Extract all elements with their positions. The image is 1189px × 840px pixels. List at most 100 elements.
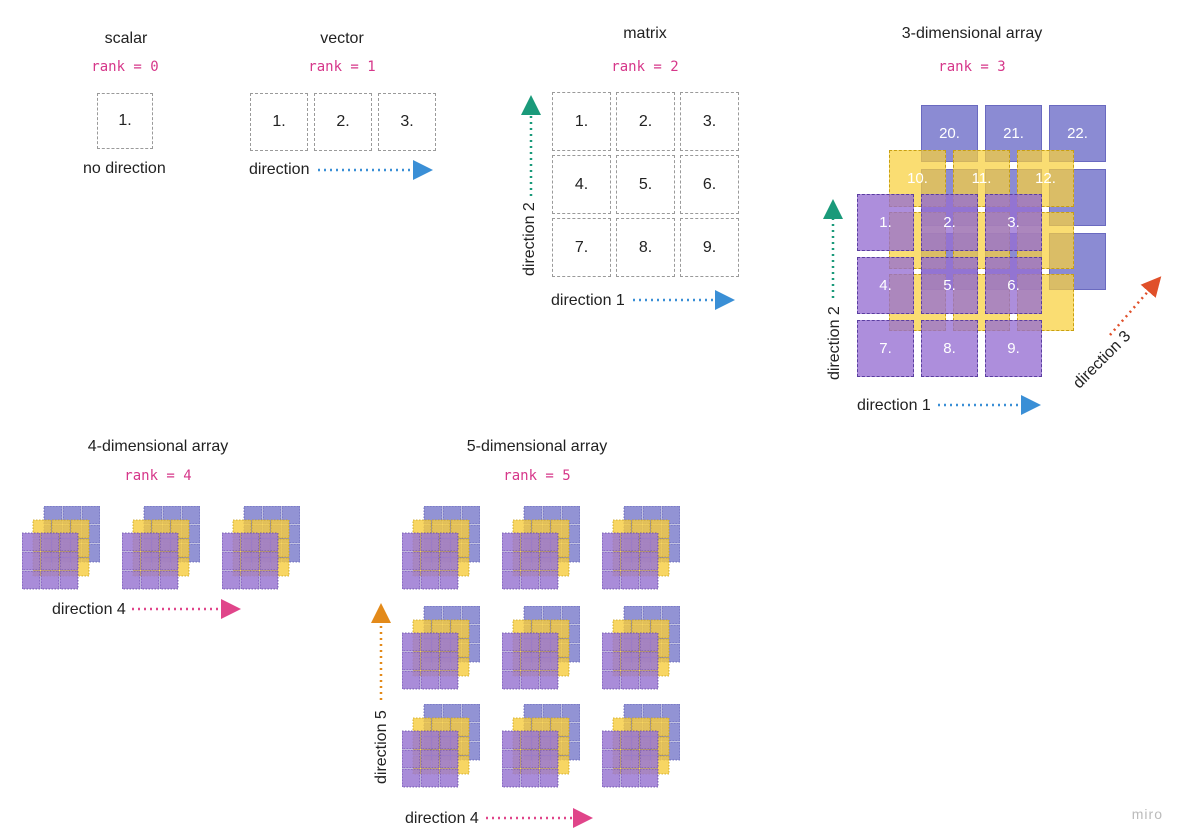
array3-direction3-label: direction 3 (1070, 327, 1135, 393)
mini-cube-cell (401, 570, 421, 590)
mini-cube-cell (539, 749, 559, 769)
mini-cube-cell (501, 670, 521, 690)
array3-front-cell-4: 4. (857, 257, 914, 314)
array3-title: 3-dimensional array (901, 25, 1043, 42)
mini-cube-cell (620, 670, 640, 690)
mini-cube-cell (59, 551, 79, 571)
mini-cube-cell (620, 651, 640, 671)
miro-watermark: miro (1131, 806, 1163, 822)
mini-cube-cell (140, 532, 160, 552)
matrix-cell-8: 8. (616, 218, 675, 277)
mini-cube-cell (620, 551, 640, 571)
vector-rank: rank = 1 (308, 59, 376, 75)
mini-cube-cell (240, 570, 260, 590)
mini-cube-cell (639, 651, 659, 671)
array5-rank: rank = 5 (503, 468, 571, 484)
mini-cube-cell (501, 651, 521, 671)
mini-cube-cell (159, 532, 179, 552)
mini-cube-cell (221, 532, 241, 552)
mini-cube-cell (539, 570, 559, 590)
array5-cube (601, 605, 681, 695)
matrix-cell-4: 4. (552, 155, 611, 214)
mini-cube-cell (601, 651, 621, 671)
mini-cube-cell (639, 670, 659, 690)
mini-cube-cell (401, 670, 421, 690)
mini-cube-graphic (21, 505, 101, 590)
mini-cube-cell (539, 551, 559, 571)
mini-cube-cell (40, 570, 60, 590)
mini-cube-cell (121, 551, 141, 571)
array3-front-cell-3: 3. (985, 194, 1042, 251)
array3-front-cell-2: 2. (921, 194, 978, 251)
mini-cube-cell (601, 570, 621, 590)
mini-cube-cell (401, 768, 421, 788)
mini-cube-cell (420, 670, 440, 690)
array5-cube (601, 505, 681, 595)
mini-cube-cell (401, 730, 421, 750)
mini-cube-cell (121, 570, 141, 590)
matrix-cell-5: 5. (616, 155, 675, 214)
matrix-cell-2: 2. (616, 92, 675, 151)
mini-cube-cell (501, 551, 521, 571)
scalar-rank: rank = 0 (91, 59, 159, 75)
mini-cube-cell (420, 651, 440, 671)
mini-cube-graphic (221, 505, 301, 590)
mini-cube-cell (420, 570, 440, 590)
mini-cube-cell (439, 532, 459, 552)
mini-cube-cell (121, 532, 141, 552)
mini-cube-cell (520, 651, 540, 671)
mini-cube-cell (539, 651, 559, 671)
mini-cube-cell (620, 570, 640, 590)
mini-cube-cell (501, 749, 521, 769)
mini-cube-cell (601, 749, 621, 769)
mini-cube-cell (539, 632, 559, 652)
mini-cube-cell (21, 551, 41, 571)
mini-cube-cell (21, 532, 41, 552)
mini-cube-cell (221, 570, 241, 590)
vector-cell-2: 2. (314, 93, 372, 151)
mini-cube-cell (620, 532, 640, 552)
mini-cube-cell (420, 532, 440, 552)
mini-cube-cell (59, 570, 79, 590)
mini-cube-cell (520, 768, 540, 788)
scalar-direction-label: no direction (83, 160, 166, 177)
mini-cube-cell (639, 632, 659, 652)
mini-cube-cell (439, 768, 459, 788)
mini-cube-cell (59, 532, 79, 552)
array4-direction4-label: direction 4 (52, 601, 126, 618)
mini-cube-cell (420, 730, 440, 750)
matrix-direction1-label: direction 1 (551, 292, 625, 309)
mini-cube-cell (501, 730, 521, 750)
mini-cube-cell (520, 670, 540, 690)
mini-cube-graphic (501, 605, 581, 690)
mini-cube-cell (420, 632, 440, 652)
mini-cube-cell (40, 551, 60, 571)
array5-cube (401, 505, 481, 595)
array5-cube (401, 605, 481, 695)
array4-rank: rank = 4 (124, 468, 192, 484)
mini-cube-cell (401, 749, 421, 769)
vector-cell-1: 1. (250, 93, 308, 151)
mini-cube-graphic (401, 703, 481, 788)
mini-cube-cell (439, 651, 459, 671)
mini-cube-cell (601, 551, 621, 571)
mini-cube-cell (140, 570, 160, 590)
mini-cube-cell (420, 749, 440, 769)
mini-cube-cell (639, 730, 659, 750)
vector-cell-3: 3. (378, 93, 436, 151)
mini-cube-cell (539, 768, 559, 788)
array5-cube (501, 605, 581, 695)
array3-direction2-label: direction 2 (826, 306, 843, 380)
mini-cube-cell (221, 551, 241, 571)
mini-cube-cell (501, 768, 521, 788)
mini-cube-cell (539, 532, 559, 552)
mini-cube-cell (439, 551, 459, 571)
mini-cube-cell (520, 570, 540, 590)
mini-cube-cell (159, 570, 179, 590)
array3-front-cell-7: 7. (857, 320, 914, 377)
matrix-cell-6: 6. (680, 155, 739, 214)
mini-cube-cell (240, 532, 260, 552)
mini-cube-cell (620, 749, 640, 769)
mini-cube-cell (259, 570, 279, 590)
array3-front-cell-1: 1. (857, 194, 914, 251)
